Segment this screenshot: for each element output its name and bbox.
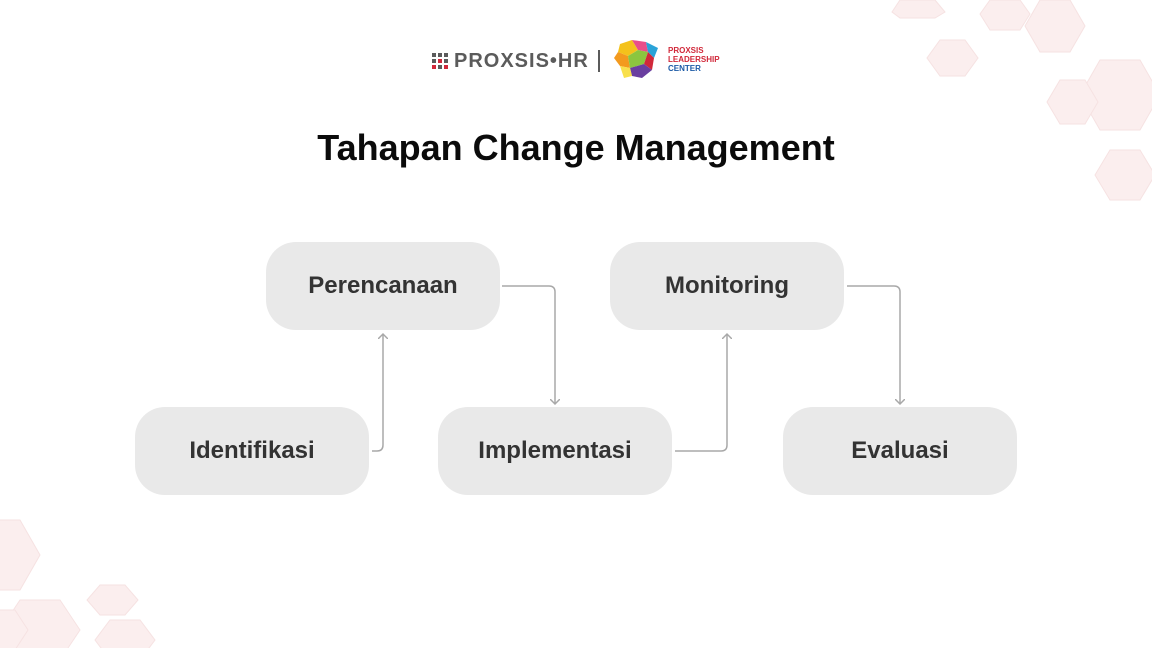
- logo-divider: [598, 50, 600, 72]
- leadership-center-wordmark: PROXSIS LEADERSHIP CENTER: [668, 46, 720, 73]
- plc-line-2: LEADERSHIP: [668, 55, 720, 64]
- node-implementasi: Implementasi: [438, 407, 672, 495]
- proxsis-hr-wordmark: PROXSIS•HR: [454, 50, 589, 72]
- edge-monitoring-to-evaluasi: [847, 285, 900, 404]
- plc-line-3: CENTER: [668, 64, 701, 73]
- plc-line-1: PROXSIS: [668, 46, 704, 55]
- edge-identifikasi-to-perencanaan: [372, 334, 383, 452]
- edge-perencanaan-to-implementasi: [502, 285, 555, 404]
- page-title: Tahapan Change Management: [317, 127, 835, 168]
- node-monitoring: Monitoring: [610, 242, 844, 330]
- header-logos: PROXSIS•HR PROXSIS LEADERSHIP CENTER: [430, 38, 730, 82]
- node-identifikasi: Identifikasi: [135, 407, 369, 495]
- node-evaluasi: Evaluasi: [783, 407, 1017, 495]
- node-perencanaan: Perencanaan: [266, 242, 500, 330]
- leadership-center-emblem-icon: [614, 40, 658, 78]
- proxsis-hr-dots-icon: [432, 53, 448, 69]
- edge-implementasi-to-monitoring: [675, 334, 727, 452]
